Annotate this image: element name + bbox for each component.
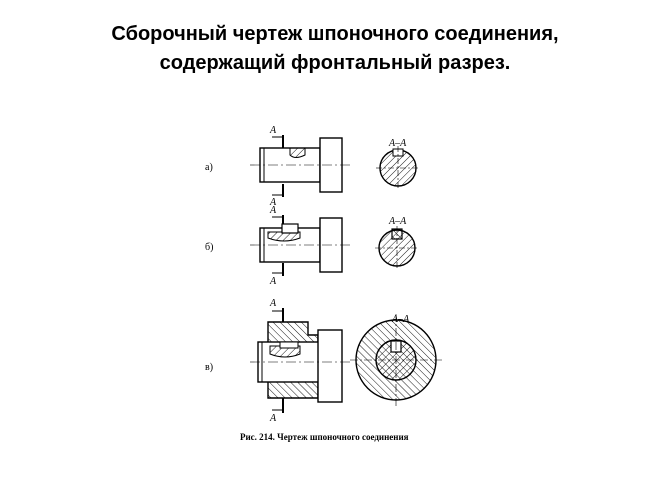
cut-mark-bottom-b: А [269, 263, 284, 287]
page-title: Сборочный чертеж шпоночного соединения, … [0, 20, 670, 78]
row-letter-b: б) [205, 242, 213, 253]
cut-label-top-c: А [269, 298, 277, 309]
figure-caption: Рис. 214. Чертеж шпоночного соединения [240, 432, 409, 442]
row-letter-a: а) [205, 162, 213, 173]
section-a: А–А [376, 138, 420, 190]
view-a: а) А А А–А [205, 125, 420, 208]
cut-label-bottom-a: А [269, 197, 277, 208]
cut-mark-top-b: А [269, 205, 284, 228]
cut-mark-top-c: А [269, 298, 284, 322]
title-line-2: содержащий фронтальный разрез. [159, 52, 511, 74]
section-label-a: А–А [388, 138, 407, 149]
cut-label-bottom-c: А [269, 413, 277, 424]
view-b: б) А А А–А [205, 205, 419, 287]
section-label-b: А–А [388, 216, 407, 227]
title-line-1: Сборочный чертеж шпоночного соединения, [111, 23, 559, 45]
section-c: А–А [350, 314, 442, 406]
assembly-c [250, 321, 352, 403]
shaft-a [250, 137, 350, 193]
view-c: в) А А А–А [205, 298, 442, 424]
cut-mark-bottom-a: А [269, 184, 284, 208]
section-label-c: А–А [391, 314, 410, 325]
cut-mark-top-a: А [269, 125, 284, 148]
cut-mark-bottom-c: А [269, 398, 284, 424]
cut-label-top-a: А [269, 125, 277, 136]
shaft-b [250, 217, 350, 273]
cut-label-bottom-b: А [269, 276, 277, 287]
row-letter-c: в) [205, 362, 213, 373]
section-b: А–А [375, 216, 419, 270]
cut-label-top-b: А [269, 205, 277, 216]
